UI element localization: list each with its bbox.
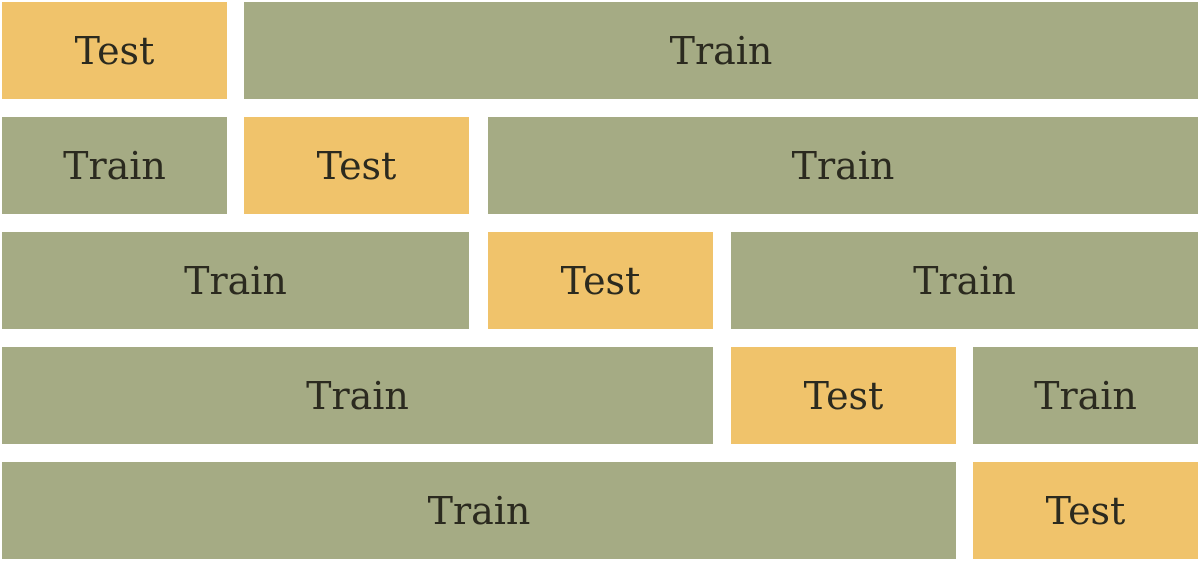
test-segment: Test — [488, 232, 713, 329]
train-label: Train — [63, 143, 166, 188]
train-segment: Train — [2, 232, 469, 329]
train-label: Train — [791, 143, 895, 188]
fold-row-5: Train Test — [0, 462, 1200, 559]
fold-row-2: Train Test Train — [0, 117, 1200, 214]
test-label: Test — [74, 28, 155, 73]
train-label: Train — [913, 258, 1016, 303]
test-label: Test — [560, 258, 641, 303]
test-segment: Test — [731, 347, 956, 444]
test-segment: Test — [244, 117, 469, 214]
test-segment: Test — [973, 462, 1198, 559]
train-segment: Train — [2, 462, 956, 559]
train-label: Train — [669, 28, 773, 73]
test-label: Test — [316, 143, 397, 188]
test-segment: Test — [2, 2, 227, 99]
train-label: Train — [184, 258, 287, 303]
train-segment: Train — [2, 347, 713, 444]
test-label: Test — [803, 373, 884, 418]
fold-row-3: Train Test Train — [0, 232, 1200, 329]
train-segment: Train — [2, 117, 227, 214]
fold-row-1: Test Train — [0, 2, 1200, 99]
fold-row-4: Train Test Train — [0, 347, 1200, 444]
train-segment: Train — [488, 117, 1198, 214]
train-segment: Train — [973, 347, 1198, 444]
train-segment: Train — [244, 2, 1198, 99]
test-label: Test — [1045, 488, 1126, 533]
train-label: Train — [427, 488, 531, 533]
train-label: Train — [306, 373, 409, 418]
train-label: Train — [1034, 373, 1137, 418]
train-segment: Train — [731, 232, 1198, 329]
